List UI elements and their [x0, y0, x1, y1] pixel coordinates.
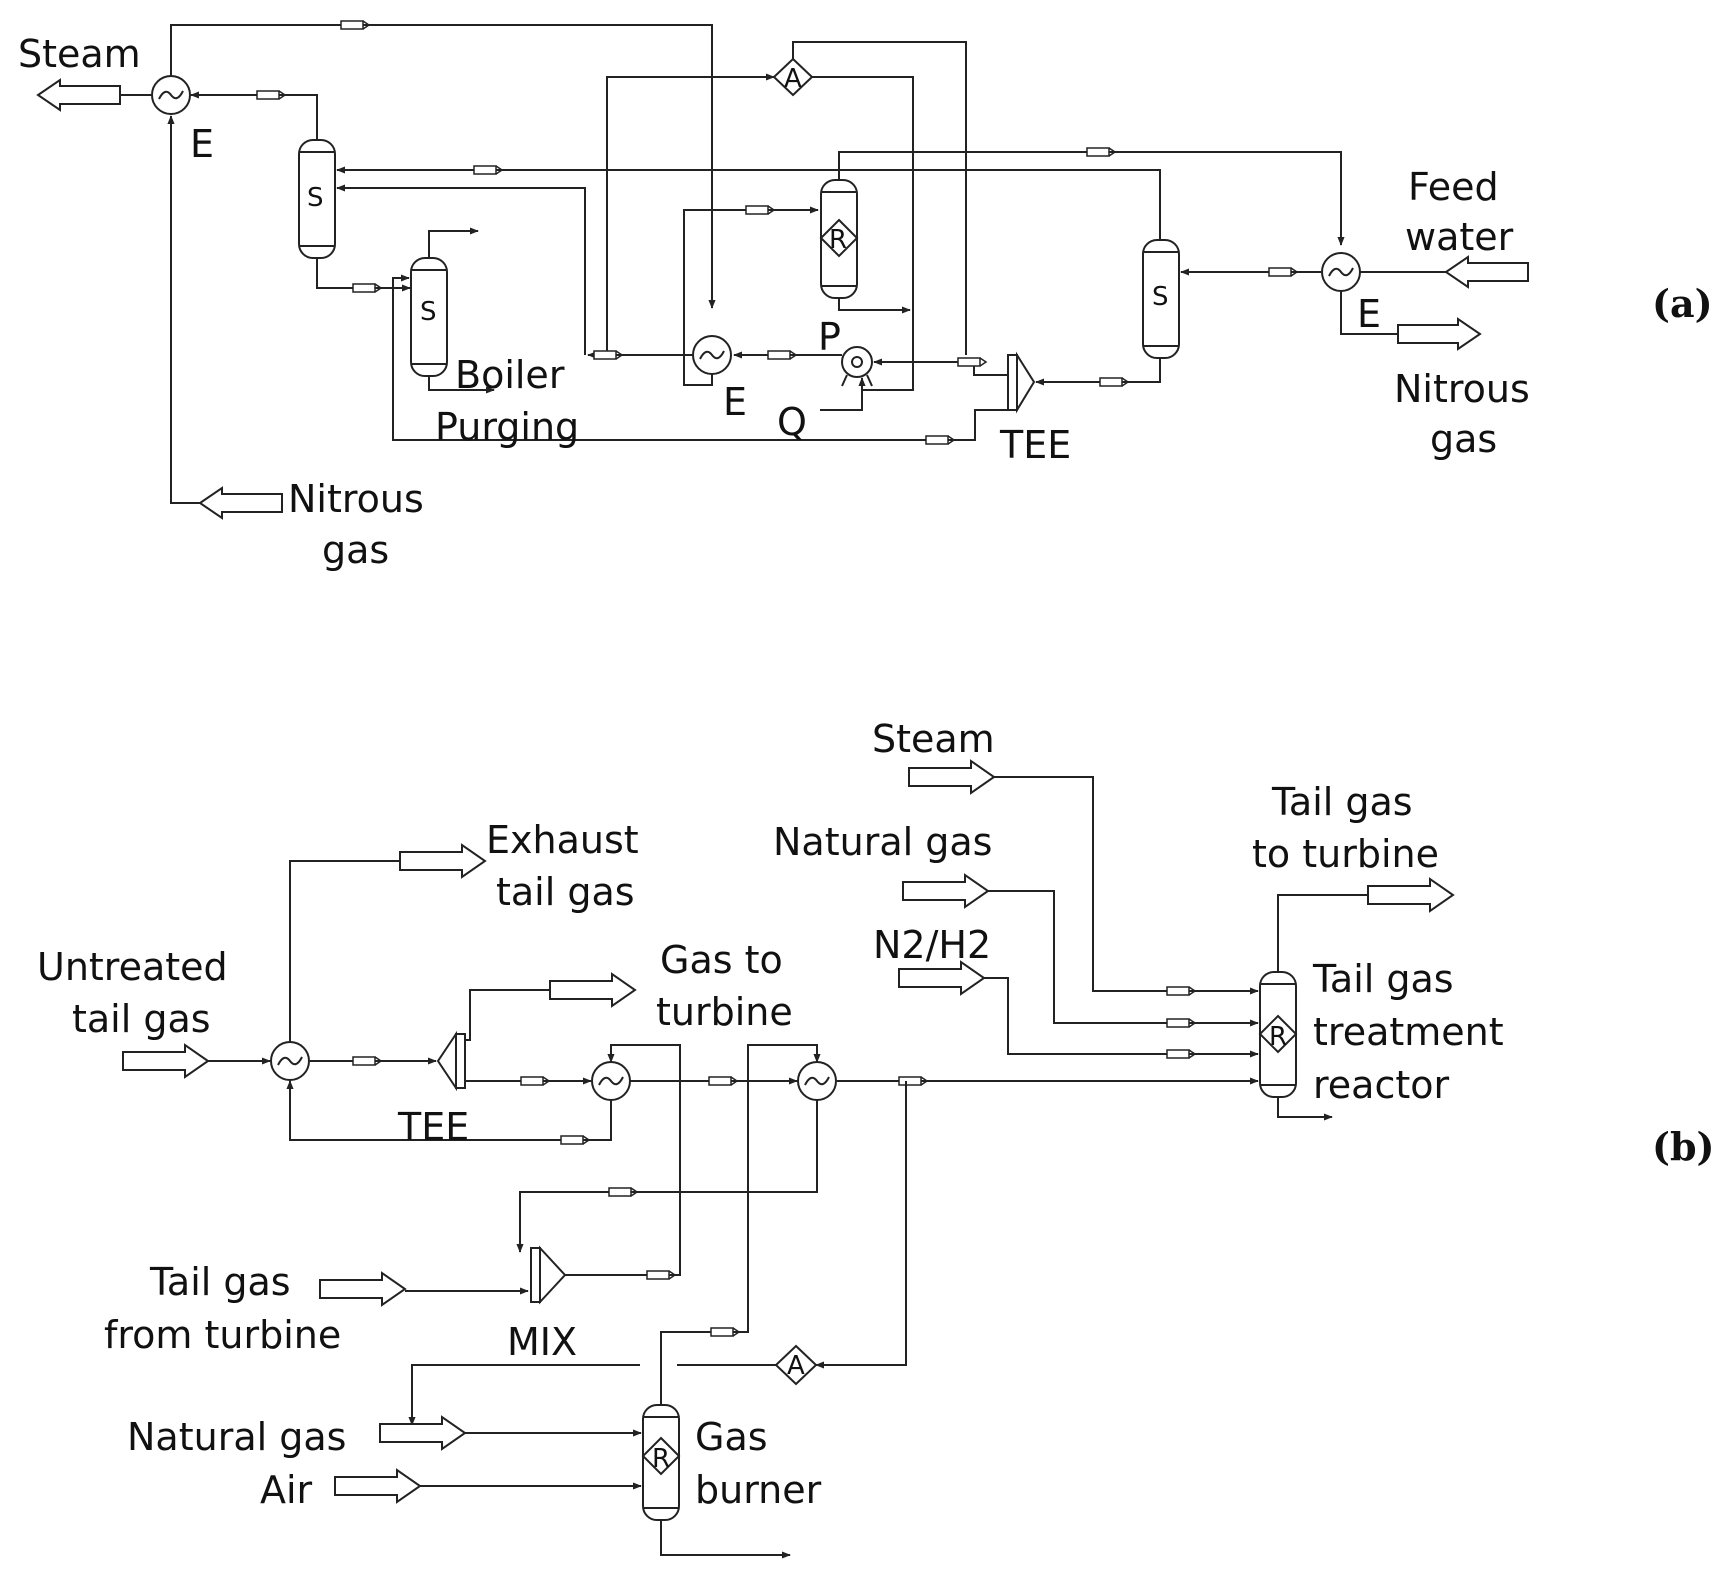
symbol-reactor-a: R	[829, 225, 847, 255]
exhaust-tail-gas-arrow	[399, 843, 487, 879]
label-burner: burner	[695, 1468, 822, 1512]
label-air: Air	[260, 1468, 313, 1512]
label-natural-gas-top: Natural gas	[773, 820, 992, 864]
label-e-right: E	[1357, 292, 1381, 336]
heat-exchanger-mid	[692, 335, 732, 375]
panel-b: Untreated tail gas Exhaust tail gas TEE …	[37, 717, 1715, 1559]
symbol-analyzer-b: A	[787, 1351, 805, 1381]
label-nitrous-right-1: Nitrous	[1394, 367, 1530, 411]
heat-exchanger-b2	[591, 1061, 631, 1101]
label-untreated: Untreated	[37, 945, 228, 989]
label-untreated-tail-gas: tail gas	[72, 997, 211, 1041]
symbol-reactor-b: R	[1269, 1022, 1287, 1052]
heat-exchanger-b1	[270, 1041, 310, 1081]
label-tail-gas-to-turbine-2: to turbine	[1252, 832, 1439, 876]
n2h2-inlet-arrow	[898, 960, 986, 996]
symbol-separator-2: S	[420, 297, 437, 327]
heat-exchanger-right	[1321, 252, 1361, 292]
label-natural-gas-bottom: Natural gas	[127, 1415, 346, 1459]
label-e-mid: E	[723, 380, 747, 424]
label-reactor-2: treatment	[1313, 1010, 1504, 1054]
nitrous-gas-outlet-right-arrow	[1397, 317, 1482, 351]
label-steam-a: Steam	[18, 32, 141, 76]
label-feed: Feed	[1408, 165, 1499, 209]
tail-gas-from-turbine-inlet-arrow	[319, 1271, 407, 1307]
label-nitrous-left-2: gas	[322, 528, 389, 572]
label-boiler: Boiler	[455, 353, 565, 397]
label-mix: MIX	[507, 1320, 577, 1364]
natural-gas-inlet-top-arrow	[902, 873, 990, 909]
separator-3	[1142, 239, 1180, 359]
label-from-turbine: from turbine	[104, 1313, 341, 1357]
tail-gas-to-turbine-arrow	[1367, 877, 1455, 913]
label-q: Q	[777, 400, 807, 444]
label-p: P	[818, 315, 841, 359]
label-gas-to-turbine: turbine	[656, 990, 793, 1034]
symbol-burner: R	[652, 1444, 670, 1474]
gas-split-outlet-arrow	[549, 972, 637, 1008]
mixer-mix	[530, 1247, 541, 1303]
feed-water-inlet-arrow	[1444, 255, 1529, 289]
label-reactor-1: Tail gas	[1312, 957, 1454, 1001]
symbol-separator-3: S	[1152, 282, 1169, 312]
label-tail-gas-from: Tail gas	[149, 1260, 291, 1304]
label-e-left: E	[190, 122, 214, 166]
symbol-separator-1: S	[307, 183, 324, 213]
natural-gas-inlet-bottom-arrow	[379, 1415, 467, 1451]
analyzer-b	[774, 1344, 818, 1386]
label-nitrous-left-1: Nitrous	[288, 477, 424, 521]
panel-tag-b: (b)	[1652, 1124, 1715, 1169]
label-tail-gas-to-turbine-1: Tail gas	[1271, 780, 1413, 824]
steam-inlet-arrow	[908, 759, 996, 795]
label-n2h2: N2/H2	[873, 923, 991, 967]
label-nitrous-right-2: gas	[1430, 417, 1497, 461]
nitrous-gas-inlet-left-arrow	[198, 486, 283, 520]
panel-a: Steam E Nitrous gas Boiler Purging E P Q…	[18, 20, 1713, 572]
label-water: water	[1405, 215, 1514, 259]
air-inlet-arrow	[334, 1468, 422, 1504]
steam-outlet-arrow	[36, 78, 121, 112]
heat-exchanger-left	[151, 75, 191, 115]
symbol-analyzer-a: A	[784, 64, 802, 94]
label-exhaust: Exhaust	[486, 818, 639, 862]
label-gas: Gas	[695, 1415, 768, 1459]
label-tee-b: TEE	[397, 1105, 469, 1149]
heat-exchanger-b3	[797, 1061, 837, 1101]
label-tee-a: TEE	[999, 423, 1071, 467]
label-reactor-3: reactor	[1313, 1063, 1449, 1107]
tee-splitter-a	[1007, 354, 1018, 411]
tee-splitter-b	[436, 1030, 457, 1092]
label-gas-to: Gas to	[660, 938, 783, 982]
label-steam-b: Steam	[872, 717, 995, 761]
label-purging: Purging	[435, 405, 579, 449]
label-exhaust-tail-gas: tail gas	[496, 870, 635, 914]
analyzer-a	[772, 57, 814, 97]
panel-tag-a: (a)	[1652, 281, 1713, 326]
untreated-tail-gas-inlet-arrow	[122, 1043, 210, 1079]
